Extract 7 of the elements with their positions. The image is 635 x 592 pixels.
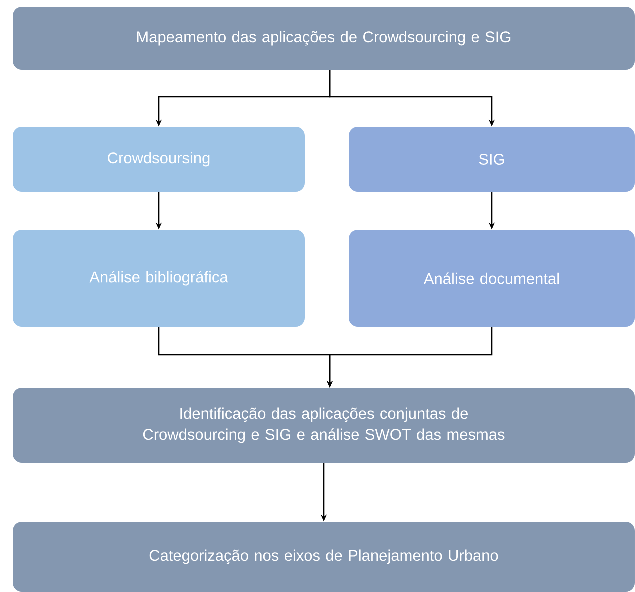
process-box: Categorização nos eixos de Planejamento Urbano	[13, 522, 635, 592]
process-box: Crowdsoursing	[13, 127, 305, 192]
process-box: Análise bibliográfica	[13, 230, 305, 327]
process-box: Identificação das aplicações conjuntas de Crowdsourcing e SIG e análise SWOT das mesmas	[13, 388, 635, 463]
process-box: Análise documental	[349, 230, 635, 327]
process-box: Mapeamento das aplicações de Crowdsourcing e SIG	[13, 7, 635, 70]
process-box: SIG	[349, 127, 635, 192]
